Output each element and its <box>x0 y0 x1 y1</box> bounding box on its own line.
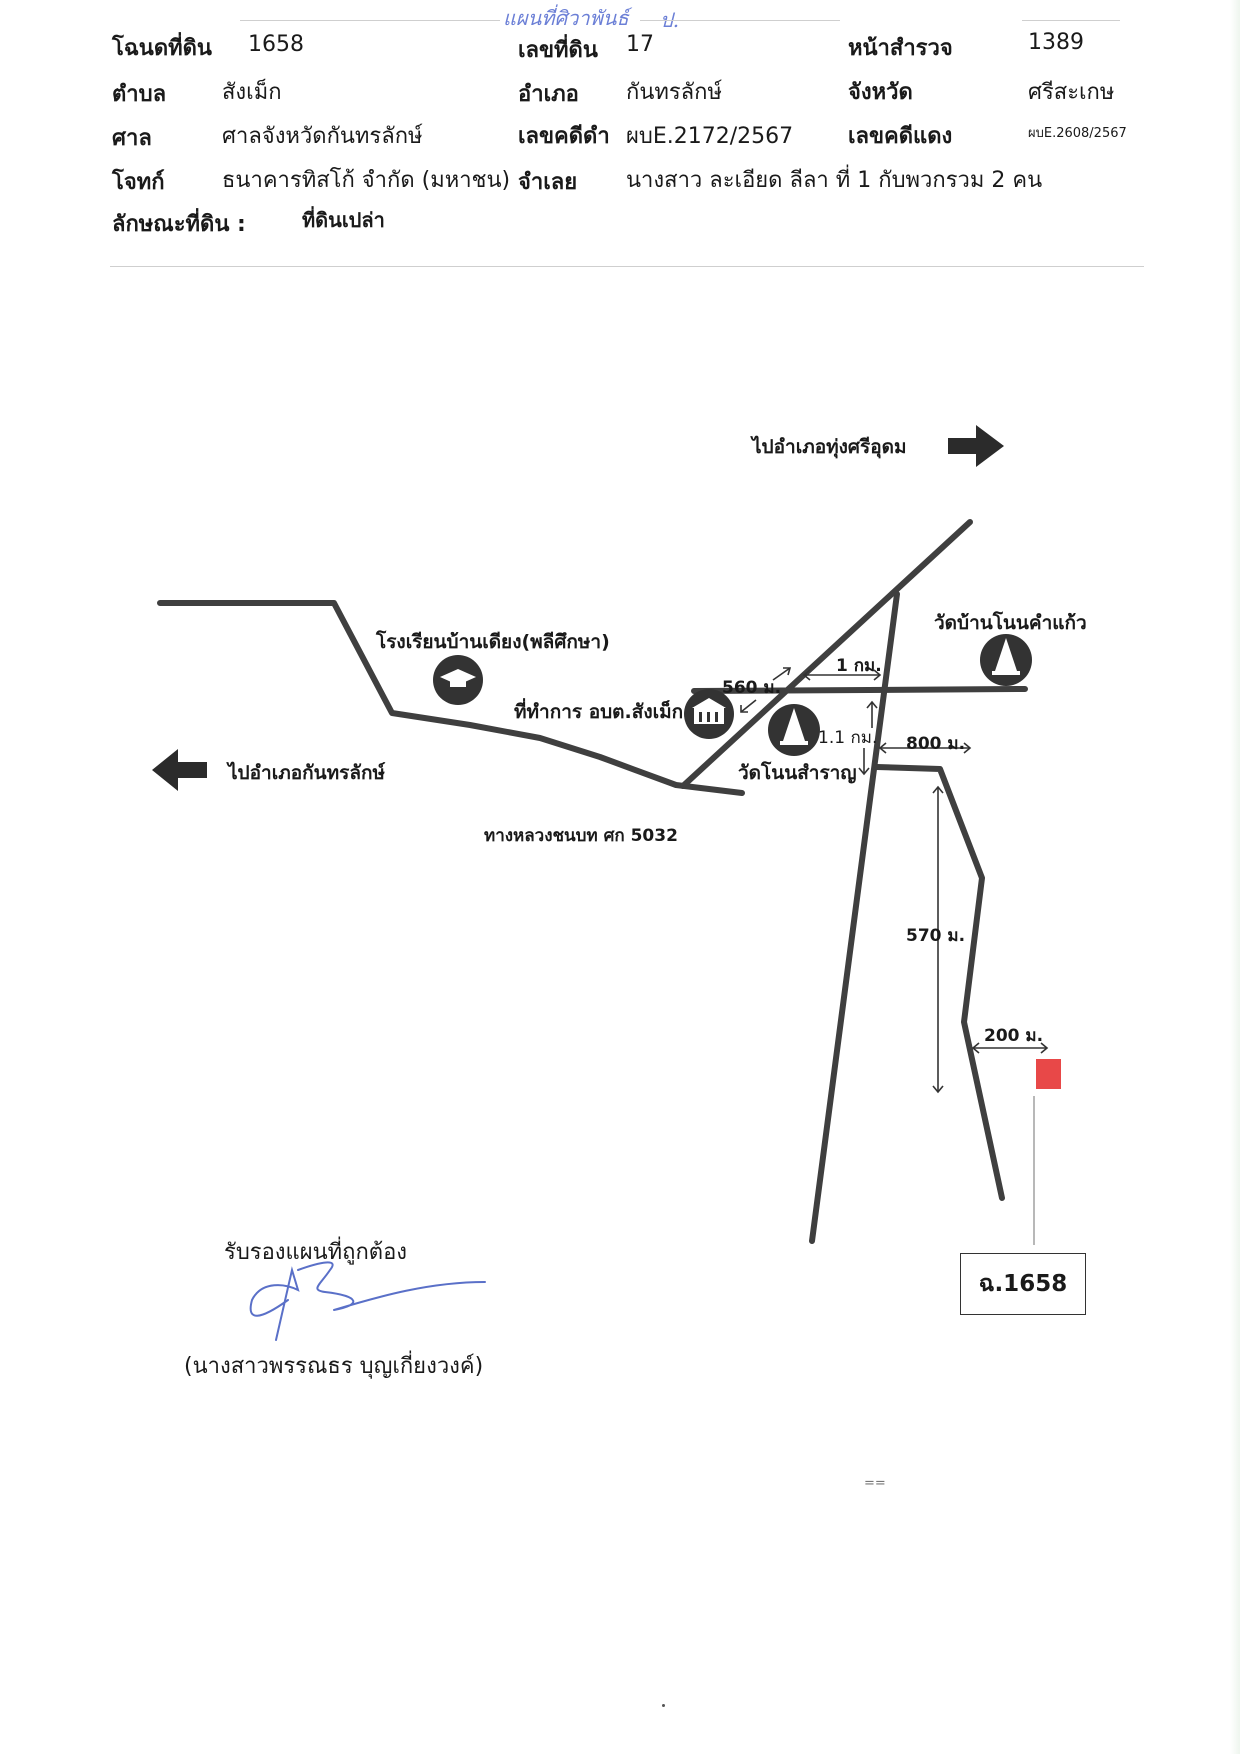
defendant-value: นางสาว ละเอียด ลีลา ที่ 1 กับพวกรวม 2 คน <box>626 168 1043 193</box>
main-highway <box>809 591 900 1244</box>
header-top-rule <box>240 20 500 21</box>
dim-560m-a <box>772 667 791 681</box>
arrow-west-icon <box>152 749 207 791</box>
land-number-label: เลขที่ดิน <box>518 38 598 63</box>
page-edge <box>1230 0 1240 1754</box>
to-west-label: ไปอำเภอกันทรลักษ์ <box>228 762 386 784</box>
title-deed-value: 1658 <box>248 32 304 57</box>
survey-page-value: 1389 <box>1028 30 1084 55</box>
access-road <box>874 764 1005 1201</box>
east-road <box>691 686 1028 694</box>
arrow-east-icon <box>948 425 1004 467</box>
temple-icon-2 <box>768 704 820 756</box>
header-divider <box>110 266 1144 267</box>
footer-mark: == <box>864 1476 886 1491</box>
plaintiff-value: ธนาคารทิสโก้ จำกัด (มหาชน) <box>222 168 511 193</box>
land-number-value: 17 <box>626 32 654 57</box>
province-value: ศรีสะเกษ <box>1028 80 1115 105</box>
western-road <box>157 600 745 796</box>
black-case-value: ผบE.2172/2567 <box>626 124 794 149</box>
plot-label-box: ฉ.1658 <box>960 1253 1086 1315</box>
page-dot <box>662 1704 665 1707</box>
red-case-value: ผบE.2608/2567 <box>1028 126 1127 141</box>
dist-800m: 800 ม. <box>906 734 966 754</box>
certify-text: รับรองแผนที่ถูกต้อง <box>224 1240 408 1265</box>
dist-1km: 1 กม. <box>836 656 882 676</box>
dist-570m: 570 ม. <box>906 926 966 946</box>
handwritten-note: แผนที่ศิวาพันธ์ <box>503 6 629 30</box>
land-type-value: ที่ดินเปล่า <box>302 208 385 232</box>
district-label: อำเภอ <box>518 82 579 107</box>
school-icon <box>433 655 483 705</box>
dist-1-1km: 1.1 กม. <box>818 728 878 748</box>
signature <box>249 1261 486 1341</box>
title-deed-label: โฉนดที่ดิน <box>112 36 212 61</box>
to-east-label: ไปอำเภอทุ่งศรีอุดม <box>752 436 907 458</box>
header-top-rule-3 <box>1022 20 1120 21</box>
office-label: ที่ทำการ อบต.สังเม็ก <box>514 701 684 723</box>
diagonal-road <box>680 519 973 789</box>
roads <box>157 519 1028 1244</box>
dist-200m: 200 ม. <box>984 1026 1044 1046</box>
header-top-rule-2 <box>640 20 840 21</box>
temple-1-label: วัดบ้านโนนคำแก้ว <box>934 612 1087 634</box>
plot-marker <box>1036 1059 1061 1089</box>
dist-560m: 560 ม. <box>722 678 782 698</box>
road-label: ทางหลวงชนบท ศก 5032 <box>484 826 678 846</box>
temple-icon-1 <box>980 634 1032 686</box>
plaintiff-label: โจทก์ <box>112 170 165 195</box>
province-label: จังหวัด <box>848 80 913 105</box>
subdistrict-value: สังเม็ก <box>222 80 282 105</box>
defendant-label: จำเลย <box>518 170 578 195</box>
red-case-label: เลขคดีแดง <box>848 124 953 149</box>
court-value: ศาลจังหวัดกันทรลักษ์ <box>222 124 423 149</box>
black-case-label: เลขคดีดำ <box>518 124 610 149</box>
dim-560m-b <box>740 699 757 713</box>
district-value: กันทรลักษ์ <box>626 80 722 105</box>
signer-name: (นางสาวพรรณธร บุญเกี่ยงวงค์) <box>184 1354 484 1379</box>
court-label: ศาล <box>112 126 152 151</box>
school-label: โรงเรียนบ้านเดียง(พลีศึกษา) <box>376 631 610 653</box>
land-type-label: ลักษณะที่ดิน : <box>112 212 246 237</box>
office-icon <box>684 689 734 739</box>
subdistrict-label: ตำบล <box>112 82 167 107</box>
dimension-arrows <box>740 667 1049 1094</box>
survey-page-label: หน้าสำรวจ <box>848 36 953 61</box>
temple-2-label: วัดโนนสำราญ <box>738 762 857 784</box>
